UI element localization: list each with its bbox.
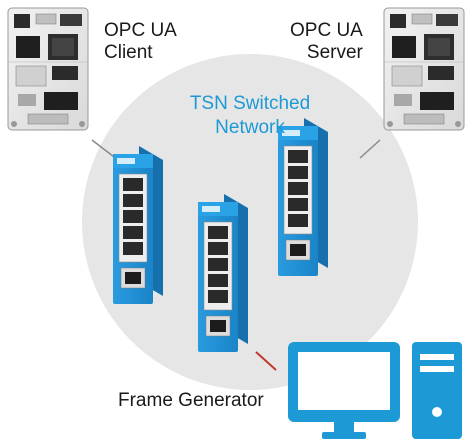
client-board-icon bbox=[7, 7, 89, 131]
server-label: OPC UA Server bbox=[290, 20, 363, 64]
server-board-icon bbox=[383, 7, 465, 131]
server-leader-line bbox=[359, 139, 381, 159]
server-label-line2: Server bbox=[306, 42, 363, 63]
client-label-line2: Client bbox=[104, 42, 153, 63]
frame-generator-connector-line bbox=[255, 351, 277, 371]
network-label: TSN Switched Network bbox=[170, 92, 330, 140]
frame-generator-label: Frame Generator bbox=[118, 390, 264, 411]
network-label-line2: Network bbox=[215, 117, 285, 138]
network-circle bbox=[82, 54, 418, 390]
client-label-line1: OPC UA bbox=[104, 20, 177, 41]
client-label: OPC UA Client bbox=[104, 20, 177, 64]
switch-left-icon bbox=[113, 146, 163, 304]
switch-right-icon bbox=[278, 118, 328, 276]
computer-icon bbox=[288, 342, 462, 439]
server-label-line1: OPC UA bbox=[290, 20, 363, 41]
switch-center-icon bbox=[198, 194, 248, 352]
network-label-line1: TSN Switched bbox=[189, 93, 311, 114]
